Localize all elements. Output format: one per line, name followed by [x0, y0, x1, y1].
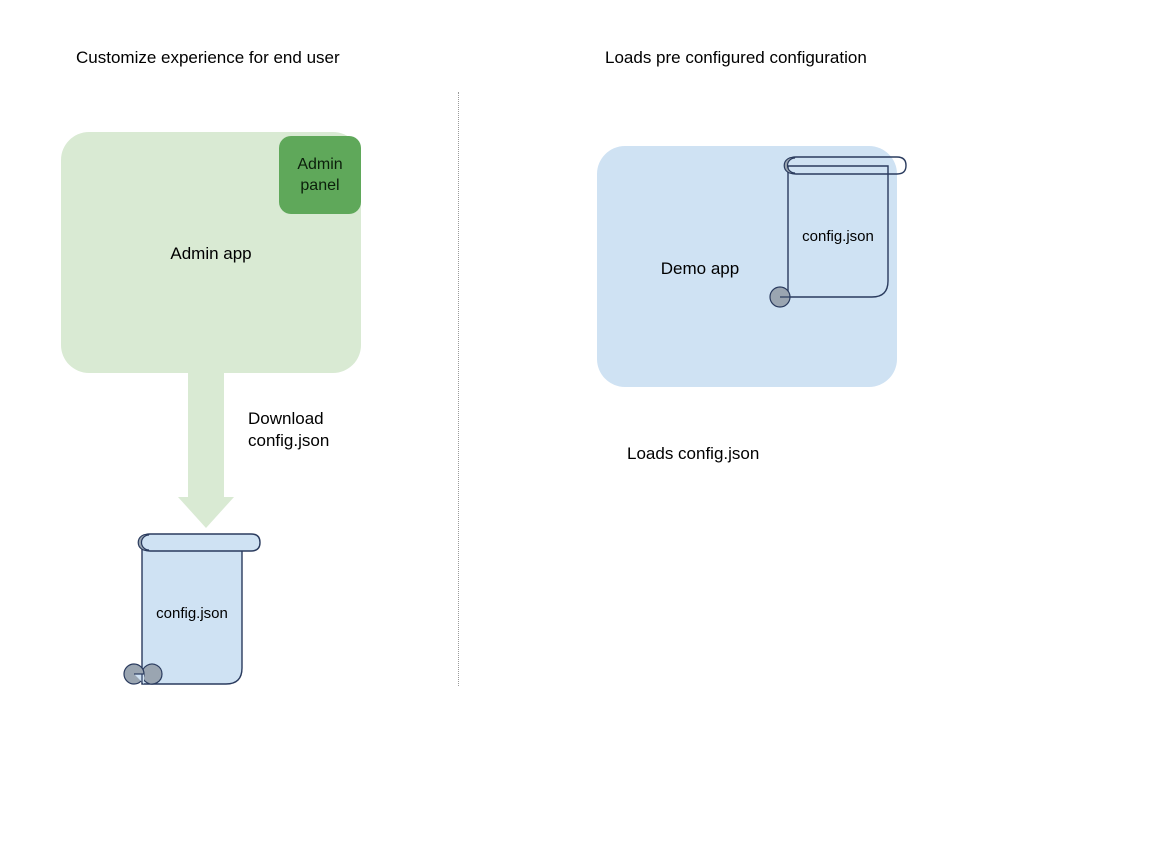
admin-panel-badge-line2: panel: [300, 177, 340, 194]
download-arrow-label: Download config.json: [248, 409, 329, 451]
loads-config-caption: Loads config.json: [627, 444, 760, 463]
column-divider: [458, 92, 459, 686]
config-json-document-right[interactable]: config.json: [764, 151, 914, 311]
config-json-label-right: config.json: [802, 228, 874, 245]
demo-app-box[interactable]: Demo app: [597, 146, 897, 387]
admin-panel-badge-line1: Admin: [297, 156, 343, 173]
admin-app-label: Admin app: [170, 244, 252, 263]
config-json-label-left: config.json: [156, 605, 228, 622]
demo-app-label: Demo app: [660, 259, 740, 278]
document-scroll-shape: [123, 533, 261, 685]
right-column-heading: Loads pre configured configuration: [605, 48, 867, 67]
download-arrow: [176, 371, 236, 529]
admin-panel-badge-text: Admin panel: [297, 154, 342, 196]
download-arrow-label-line2: config.json: [248, 431, 330, 450]
download-arrow-shape: [178, 371, 234, 528]
config-json-document-left[interactable]: config.json: [118, 528, 268, 688]
left-column-heading: Customize experience for end user: [76, 48, 340, 67]
admin-panel-badge[interactable]: Admin panel: [279, 136, 361, 214]
download-arrow-label-line1: Download: [248, 409, 324, 428]
document-scroll-shape: [769, 156, 907, 308]
